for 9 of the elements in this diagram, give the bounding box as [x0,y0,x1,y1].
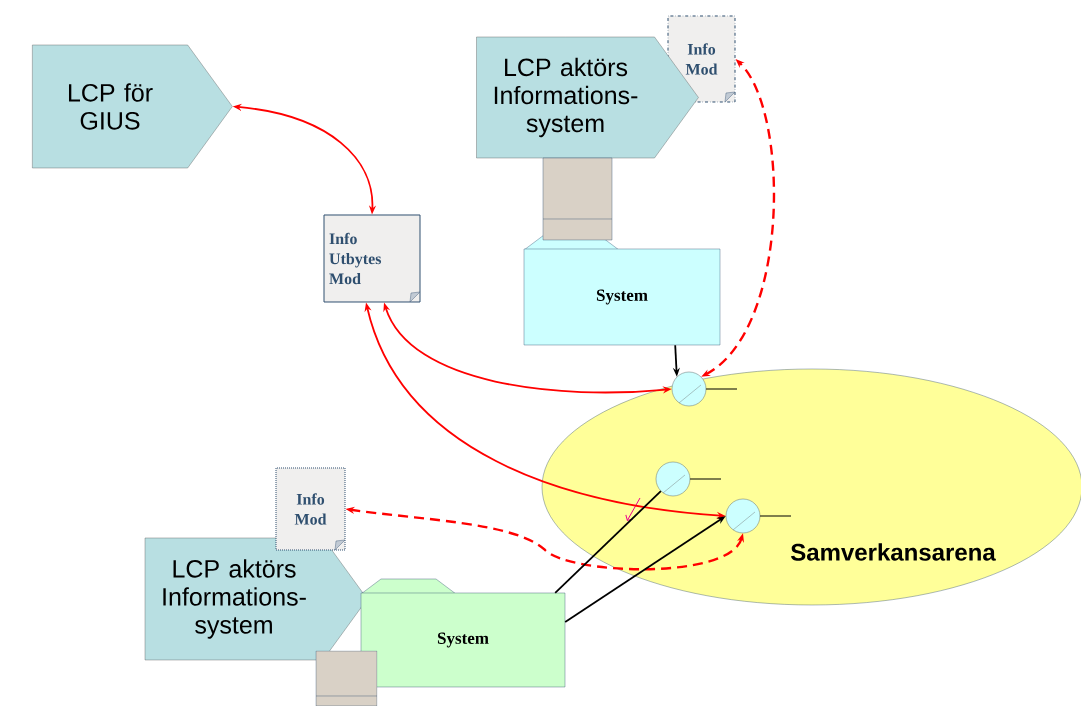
pentagon-box: LCP aktörs Informations-system [144,537,368,661]
interface-symbol [655,461,722,497]
document-box: Info Utbytes Mod [323,214,421,303]
system-folder: System [523,234,721,346]
document-box: Info Mod [275,467,346,551]
system-folder: System [360,578,566,688]
interface-symbol [725,498,792,534]
interface-symbol [671,371,738,407]
pentagon-box: LCP för GIUS [32,44,233,169]
